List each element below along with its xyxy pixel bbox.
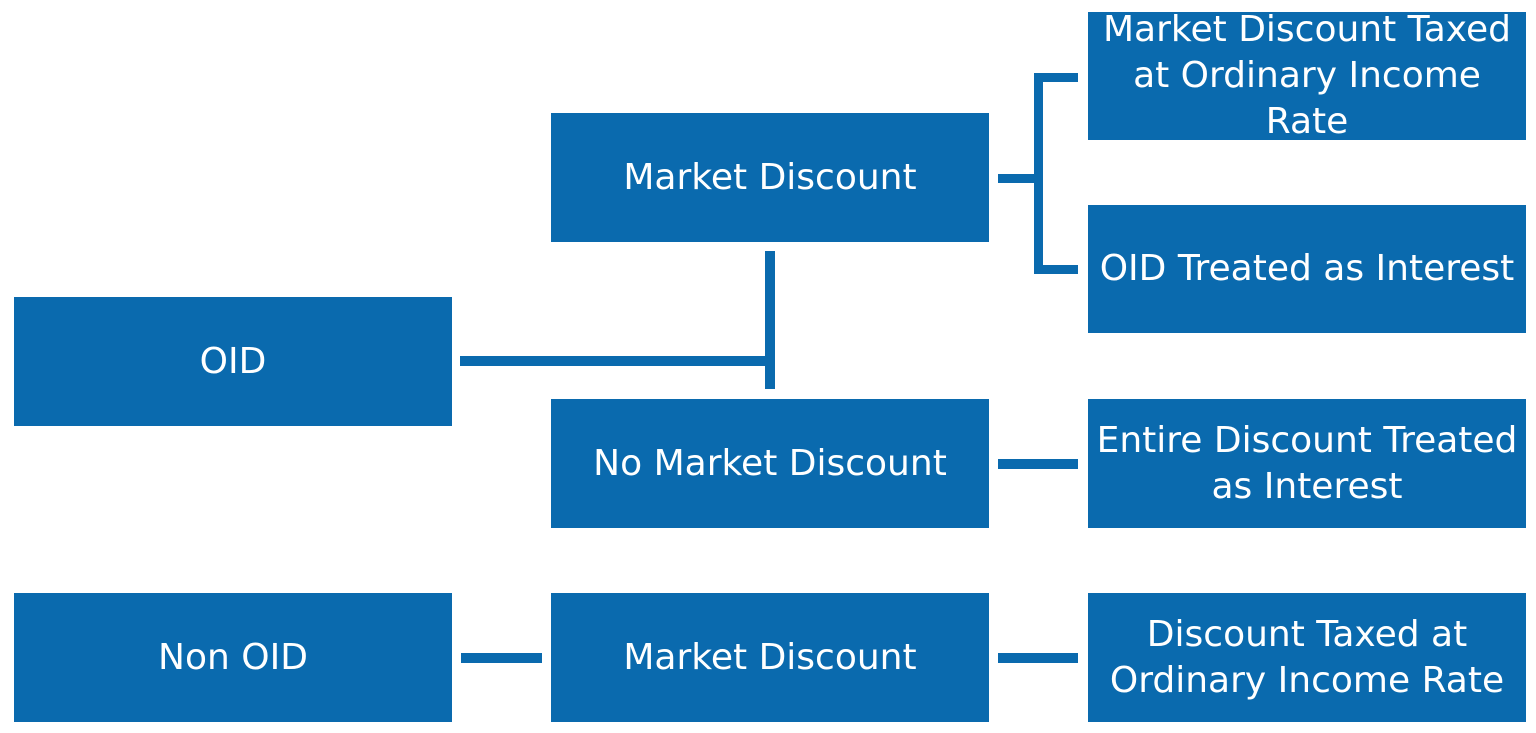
node-oid: OID (14, 297, 452, 426)
connector-oid-horizontal (460, 356, 772, 366)
node-market-discount-bottom-label: Market Discount (623, 636, 917, 678)
connector-bracket-bottom (1034, 265, 1078, 274)
connector-bracket-vertical (1034, 73, 1043, 274)
node-market-discount-bottom: Market Discount (551, 593, 989, 722)
node-result-market-discount-taxed: Market Discount Taxed at Ordinary Income… (1088, 9, 1526, 142)
connector-market-discount-to-result (998, 653, 1078, 663)
node-market-discount-top-label: Market Discount (623, 156, 917, 198)
node-result-oid-treated-as-interest: OID Treated as Interest (1088, 205, 1526, 333)
node-result-4-line-1: Discount Taxed at (1146, 613, 1468, 655)
connector-market-discount-to-bracket (998, 174, 1038, 183)
connector-no-market-discount-to-result (998, 459, 1078, 469)
node-no-market-discount-label: No Market Discount (593, 442, 947, 484)
node-result-2-label: OID Treated as Interest (1099, 248, 1515, 289)
node-non-oid: Non OID (14, 593, 452, 722)
connector-non-oid-to-market-discount (461, 653, 542, 663)
node-result-3-line-2: as Interest (1211, 465, 1403, 507)
connector-market-discount-vertical (765, 251, 775, 389)
node-result-1-line-1: Market Discount Taxed (1103, 9, 1511, 50)
node-non-oid-label: Non OID (158, 636, 308, 678)
node-no-market-discount: No Market Discount (551, 399, 989, 528)
connector-bracket-top (1034, 73, 1078, 82)
node-result-discount-taxed: Discount Taxed at Ordinary Income Rate (1088, 593, 1526, 722)
node-result-4-line-2: Ordinary Income Rate (1109, 659, 1505, 701)
node-result-1-line-2: at Ordinary Income Rate (1133, 55, 1481, 142)
node-market-discount-top: Market Discount (551, 113, 989, 242)
node-result-3-line-1: Entire Discount Treated (1096, 419, 1518, 461)
node-result-entire-discount-treated: Entire Discount Treated as Interest (1088, 399, 1526, 528)
node-oid-label: OID (199, 340, 267, 382)
